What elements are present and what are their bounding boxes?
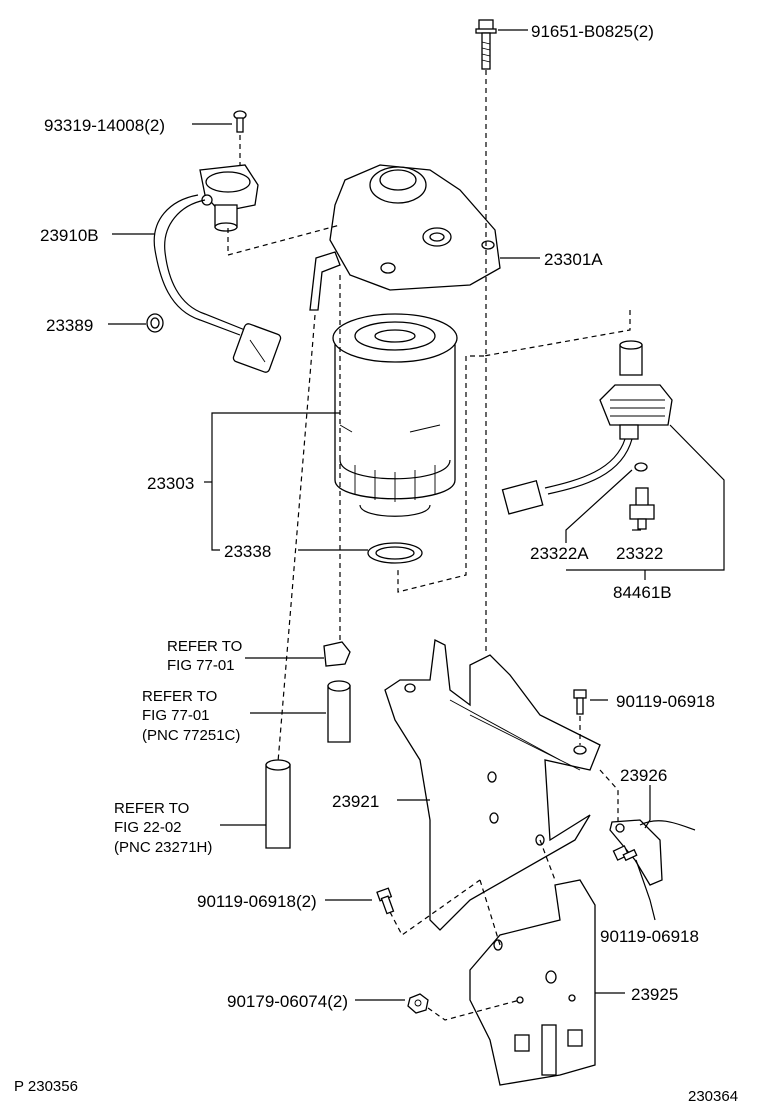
page-code-right: 230364: [688, 1088, 738, 1105]
bracket-icon: [384, 639, 601, 931]
label-switch-assy: 84461B: [613, 583, 672, 602]
label-filter-head: 23301A: [544, 250, 603, 269]
label-switch: 23322: [616, 544, 663, 563]
bolt-bracket-top-icon: [573, 689, 587, 715]
label-refer3-line3: (PNC 23271H): [114, 839, 212, 856]
screw-sensor-icon: [233, 110, 247, 133]
label-gasket: 23338: [224, 542, 271, 561]
alignment-dashes: [227, 70, 631, 1021]
filter-icon: [332, 313, 458, 517]
label-refer2-line1: REFER TO: [142, 688, 217, 705]
label-refer3-line2: FIG 22-02: [114, 819, 182, 836]
label-refer1-line1: REFER TO: [167, 638, 242, 655]
label-sensor: 23910B: [40, 226, 99, 245]
bolt-clip-icon: [612, 845, 638, 862]
leader-lines: [108, 29, 725, 1001]
label-switch-oring: 23322A: [530, 544, 589, 563]
label-bolt-clip: 90119-06918: [600, 927, 699, 946]
switch-assy-icon: [501, 340, 673, 515]
label-refer2-line3: (PNC 77251C): [142, 727, 240, 744]
label-bolt-bracket-top: 90119-06918: [616, 692, 715, 711]
refer3-hose-icon: [265, 759, 291, 849]
oring-icon: [634, 462, 648, 472]
switch-icon: [629, 487, 655, 530]
label-clip: 23926: [620, 766, 667, 785]
gasket-icon: [367, 542, 423, 564]
filter-head-icon: [309, 164, 501, 311]
nut-icon: [407, 993, 429, 1014]
label-filter: 23303: [147, 474, 194, 493]
label-nut: 90179-06074(2): [227, 992, 348, 1011]
label-refer3-line1: REFER TO: [114, 800, 189, 817]
plate-icon: [469, 879, 596, 1086]
label-clamp: 23389: [46, 316, 93, 335]
refer1-clip-icon: [323, 641, 351, 667]
label-refer2-line2: FIG 77-01: [142, 707, 210, 724]
clamp-icon: [146, 313, 164, 333]
label-bracket: 23921: [332, 792, 379, 811]
page-code-left: P 230356: [14, 1078, 78, 1095]
label-bolt-top: 91651-B0825(2): [531, 22, 654, 41]
label-plate: 23925: [631, 985, 678, 1004]
bolt-top-icon: [475, 19, 497, 70]
label-bolt-bracket-left: 90119-06918(2): [197, 892, 317, 911]
refer2-hose-icon: [327, 680, 351, 743]
bolt-bracket-left-icon: [376, 887, 395, 915]
sensor-icon: [153, 164, 282, 373]
label-refer1-line2: FIG 77-01: [167, 657, 235, 674]
label-screw-sensor: 93319-14008(2): [44, 116, 165, 135]
